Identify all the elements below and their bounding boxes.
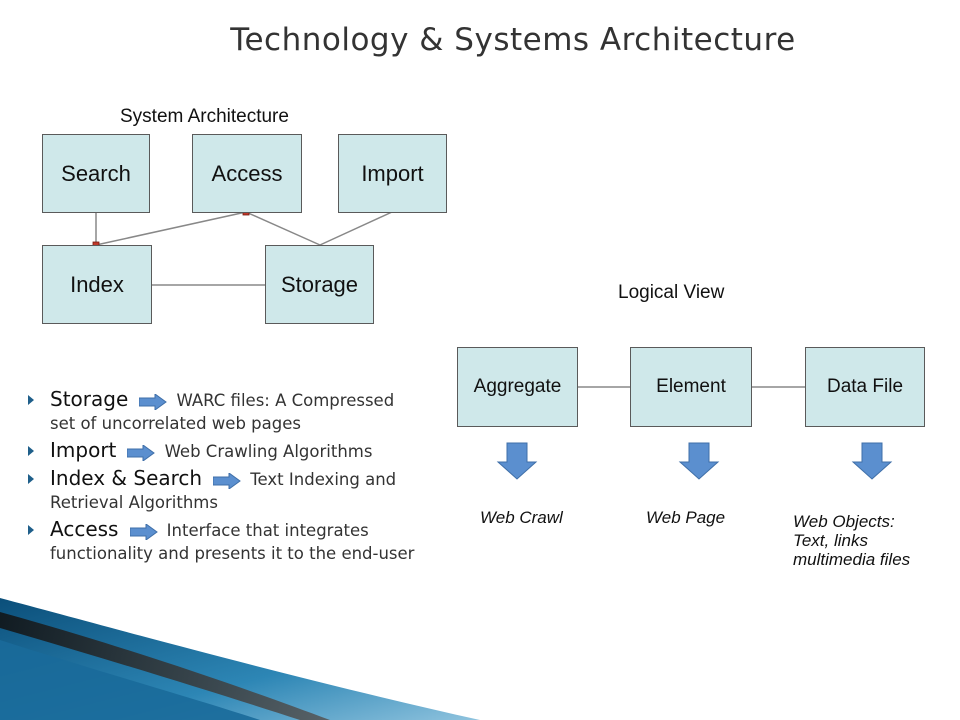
bullet-desc: Interface that integrates functionality … [50,521,415,563]
bullet-triangle-icon [28,474,34,484]
bullet-triangle-icon [28,525,34,535]
bullet-triangle-icon [28,395,34,405]
right-arrow-icon [127,444,156,461]
access-box: Access [192,134,302,213]
down-arrows [496,442,893,480]
connector-import-storage [319,211,393,246]
right-arrow-icon [213,472,242,489]
right-arrow-icon [129,523,158,540]
search-box: Search [42,134,150,213]
aggregate-box: Aggregate [457,347,578,427]
bullet-term: Storage [50,387,129,411]
connector-index-access [95,211,247,246]
bullet-list: Storage WARC files: A Compressed set of … [28,388,418,569]
bullet-desc: Text Indexing and Retrieval Algorithms [50,470,397,512]
down-arrow-aggregate [496,442,538,480]
storage-box: Storage [265,245,374,324]
bullet-triangle-icon [28,446,34,456]
caption-web-objects-line2: Text, links [793,531,868,550]
bullet-desc: Web Crawling Algorithms [164,442,373,461]
bullet-item-import: Import Web Crawling Algorithms [28,439,418,463]
bullet-item-storage: Storage WARC files: A Compressed set of … [28,388,418,435]
bullet-term: Access [50,517,119,541]
caption-web-objects-line3: multimedia files [793,550,911,569]
bullet-term: Index & Search [50,466,203,490]
caption-web-objects-line1: Web Objects: [793,512,895,531]
caption-web-objects: Web Objects: Text, links multimedia file… [793,512,910,569]
bullet-desc: WARC files: A Compressed set of uncorrel… [50,391,395,433]
caption-web-page: Web Page [646,508,726,527]
index-box: Index [42,245,152,324]
connector-access-storage [245,211,321,246]
bullet-item-access: Access Interface that integrates functio… [28,518,418,565]
bullet-term: Import [50,438,117,462]
right-arrow-icon [139,393,168,410]
slide-title: Technology & Systems Architecture [230,22,796,58]
data-file-box: Data File [805,347,925,427]
caption-web-crawl: Web Crawl [480,508,563,527]
down-arrow-element [678,442,720,480]
import-box: Import [338,134,447,213]
down-arrow-datafile [851,442,893,480]
bullet-item-index-search: Index & Search Text Indexing and Retriev… [28,467,418,514]
system-architecture-label: System Architecture [120,106,289,127]
logical-view-label: Logical View [618,282,725,303]
element-box: Element [630,347,752,427]
